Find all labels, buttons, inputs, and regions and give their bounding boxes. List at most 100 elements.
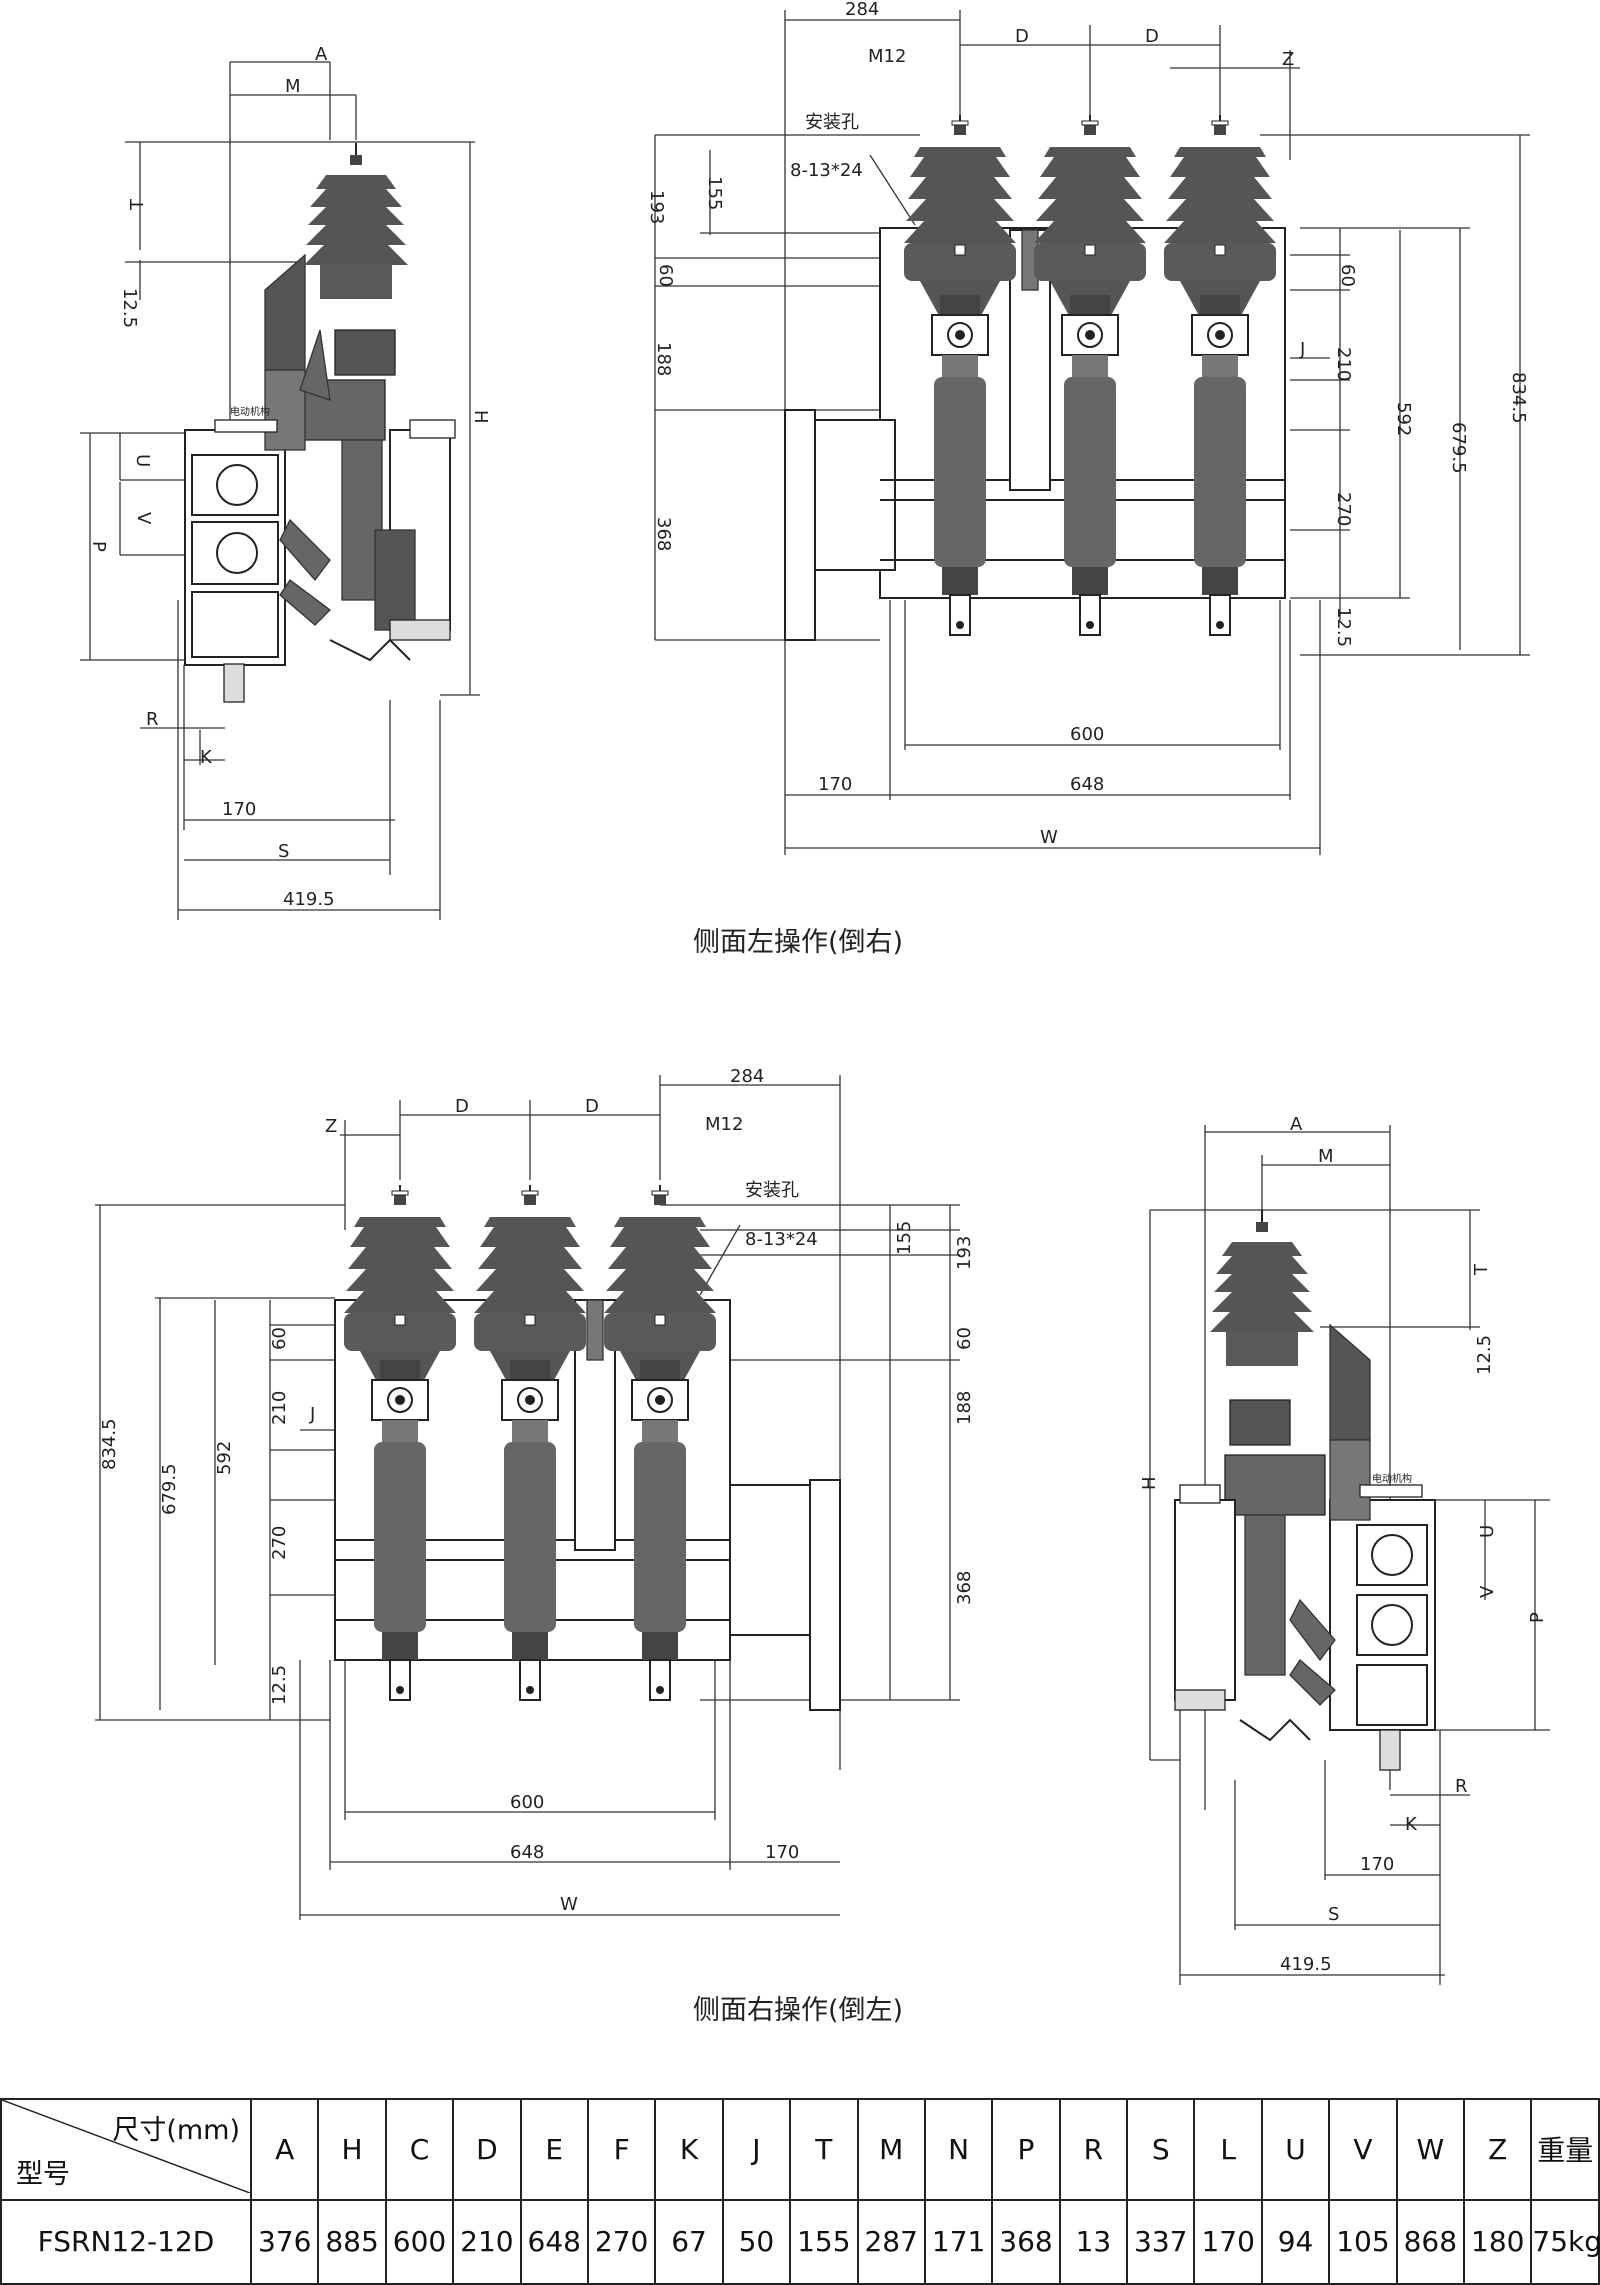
table-corner: 尺寸(mm) 型号: [0, 2098, 252, 2201]
header-cell: F: [586, 2098, 657, 2201]
dim-368: 368: [653, 517, 674, 551]
mechanism-label-upper: 电动机构: [230, 405, 270, 418]
header-cell: T: [789, 2098, 859, 2201]
dim-210-r: 210: [1333, 347, 1354, 381]
dim-h: H: [470, 410, 491, 424]
dim-p-lower: P: [1527, 1612, 1548, 1623]
dim-d-lower-2: D: [585, 1096, 599, 1117]
dim-12-5-l: 12.5: [269, 1665, 290, 1705]
bolt-m12-lower: M12: [705, 1114, 743, 1135]
value-cell: 337: [1126, 2198, 1196, 2285]
spec-header-row: 尺寸(mm) 型号 A H C D E F K J T M N P R S L …: [0, 2098, 1600, 2201]
dim-w: W: [1040, 827, 1058, 848]
dim-600-lower: 600: [510, 1792, 544, 1813]
value-cell: 155: [789, 2198, 859, 2285]
header-cell: P: [991, 2098, 1061, 2201]
header-cell: A: [249, 2098, 320, 2201]
dim-h-lower: H: [1139, 1476, 1160, 1490]
value-cell: 210: [452, 2198, 522, 2285]
dim-t-lower: T: [1471, 1263, 1492, 1276]
value-cell: 94: [1260, 2198, 1331, 2285]
header-cell: N: [923, 2098, 994, 2201]
dim-p: P: [88, 541, 109, 552]
mount-hole-label: 安装孔: [805, 112, 859, 133]
value-cell: 170: [1193, 2198, 1263, 2285]
dim-12-5-lower: 12.5: [1474, 1335, 1495, 1375]
slot-label: 8-13*24: [790, 160, 863, 181]
value-cell: 171: [923, 2198, 994, 2285]
front-dim-labels-lower: 284 D D Z M12 安装孔 8-13*24 834.5 679.5 59…: [99, 1066, 975, 1915]
dim-193: 193: [646, 190, 667, 224]
dim-368-lower: 368: [954, 1571, 975, 1605]
header-cell: R: [1058, 2098, 1129, 2201]
dim-648: 648: [1070, 774, 1104, 795]
dim-z: Z: [1282, 49, 1294, 70]
dim-12-5-r: 12.5: [1333, 607, 1354, 647]
dim-648-lower: 648: [510, 1842, 544, 1863]
dim-210-l: 210: [269, 1391, 290, 1425]
dim-r: R: [146, 709, 159, 730]
dim-419-5: 419.5: [283, 889, 335, 910]
dim-k: K: [200, 747, 213, 768]
dim-600: 600: [1070, 724, 1104, 745]
value-cell: 105: [1328, 2198, 1398, 2285]
dim-834-r: 834.5: [1508, 372, 1529, 424]
front-dim-labels-upper: 284 D D Z M12 安装孔 8-13*24 193 155 60 188…: [646, 0, 1529, 848]
technical-drawing: 电动机构 A M T 12.5 H U V P R K 170 S 419.5: [80, 0, 1550, 1985]
dim-m-lower: M: [1318, 1146, 1334, 1167]
dim-r-lower: R: [1455, 1776, 1468, 1797]
model-cell: FSRN12-12D: [0, 2198, 252, 2285]
dim-v-lower: V: [1477, 1585, 1498, 1598]
dim-270-l: 270: [269, 1526, 290, 1560]
corner-top-label: 尺寸(mm): [112, 2115, 240, 2146]
header-cell: H: [317, 2098, 387, 2201]
dim-188: 188: [653, 342, 674, 376]
corner-diagonal: [2, 2100, 250, 2193]
spec-table: 尺寸(mm) 型号 A H C D E F K J T M N P R S L …: [0, 2098, 1600, 2285]
dim-d-2: D: [1145, 26, 1159, 47]
header-cell: E: [519, 2098, 589, 2201]
dim-t: T: [127, 198, 148, 211]
dim-679-l: 679.5: [159, 1463, 180, 1515]
dim-592-r: 592: [1393, 402, 1414, 436]
dim-679-r: 679.5: [1448, 422, 1469, 474]
value-cell: 67: [654, 2198, 724, 2285]
caption-lower: 侧面右操作(倒左): [693, 1995, 904, 2026]
dim-170: 170: [222, 799, 256, 820]
dim-v: V: [133, 512, 154, 525]
dim-170-lower: 170: [765, 1842, 799, 1863]
dim-m: M: [285, 76, 301, 97]
dim-60: 60: [655, 264, 676, 287]
dim-193-lower: 193: [954, 1236, 975, 1270]
table-row: FSRN12-12D 376 885 600 210 648 270 67 50…: [0, 2198, 1600, 2285]
dim-170-front: 170: [818, 774, 852, 795]
value-cell: 600: [384, 2198, 455, 2285]
dim-60-r: 60: [1337, 264, 1358, 287]
value-cell: 270: [586, 2198, 657, 2285]
header-cell: M: [856, 2098, 926, 2201]
dim-d-lower-1: D: [455, 1096, 469, 1117]
side-view-lower: [1149, 1125, 1550, 1985]
dim-60-l: 60: [269, 1327, 290, 1350]
caption-upper: 侧面左操作(倒右): [693, 927, 904, 958]
value-cell: 368: [991, 2198, 1061, 2285]
dim-155-lower: 155: [894, 1221, 915, 1255]
value-cell: 648: [519, 2198, 589, 2285]
dim-z-lower: Z: [325, 1116, 337, 1137]
header-cell: L: [1193, 2098, 1263, 2201]
header-cell: U: [1260, 2098, 1331, 2201]
value-cell: 376: [249, 2198, 320, 2285]
dim-s-lower: S: [1328, 1904, 1339, 1925]
dim-a-lower: A: [1290, 1114, 1303, 1135]
header-cell: K: [654, 2098, 724, 2201]
value-cell: 868: [1395, 2198, 1466, 2285]
value-cell: 287: [856, 2198, 926, 2285]
dim-s: S: [278, 841, 289, 862]
header-cell: V: [1328, 2098, 1398, 2201]
bolt-m12: M12: [868, 46, 906, 67]
dim-w-lower: W: [560, 1894, 578, 1915]
dim-834-l: 834.5: [99, 1418, 120, 1470]
value-cell: 885: [317, 2198, 387, 2285]
dim-k-lower: K: [1405, 1814, 1418, 1835]
header-cell: Z: [1463, 2098, 1533, 2201]
